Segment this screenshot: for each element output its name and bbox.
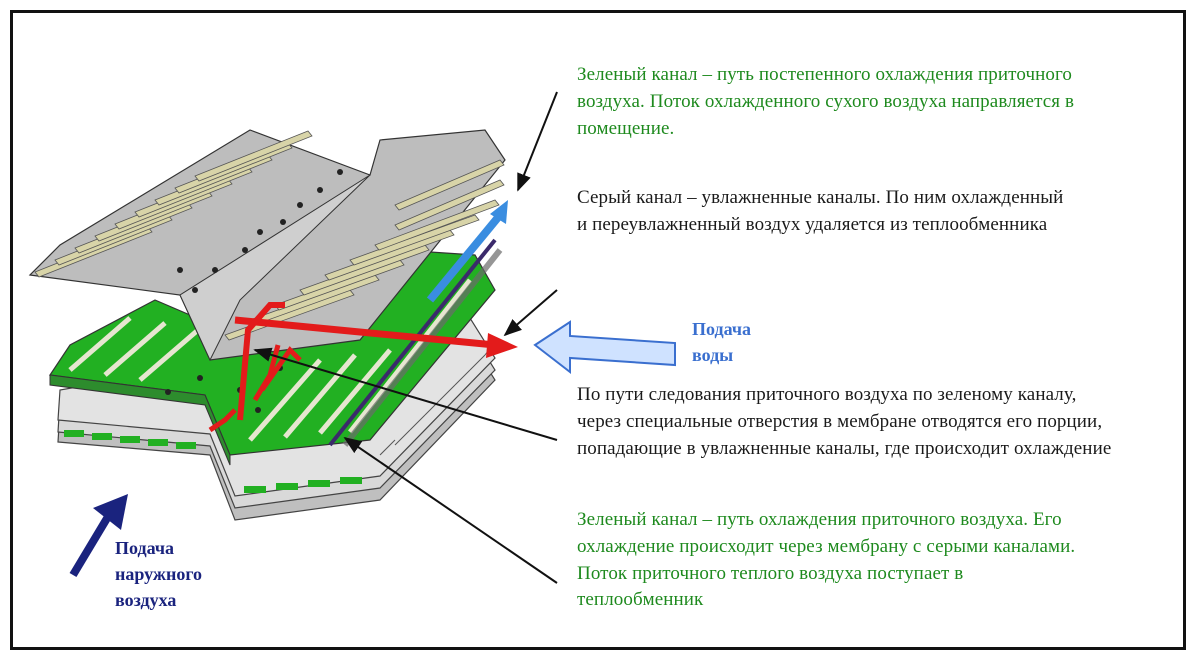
outside-air-arrow xyxy=(69,494,128,578)
outside-air-label: Подача наружного воздуха xyxy=(115,538,203,610)
air-flow-arrows xyxy=(208,200,518,433)
green-ribs xyxy=(68,278,472,442)
gray-channel-text: Серый канал – увлажненные каналы. По ним… xyxy=(577,187,1064,235)
heat-exchanger-diagram xyxy=(28,91,676,584)
green-channel-bottom-text: Зеленый канал – путь охлаждения приточно… xyxy=(577,509,1076,611)
cooling-process-text: По пути следования приточного воздуха по… xyxy=(577,384,1112,459)
gray-ribs xyxy=(34,130,505,341)
water-supply-arrow xyxy=(533,320,676,375)
green-channel-top-text: Зеленый канал – путь постепенного охлажд… xyxy=(577,64,1075,139)
water-supply-label: Подача воды xyxy=(692,319,752,365)
gray-channel-sheet xyxy=(28,129,506,413)
callout-pointers xyxy=(253,91,558,584)
bottom-green-slots xyxy=(64,430,362,493)
